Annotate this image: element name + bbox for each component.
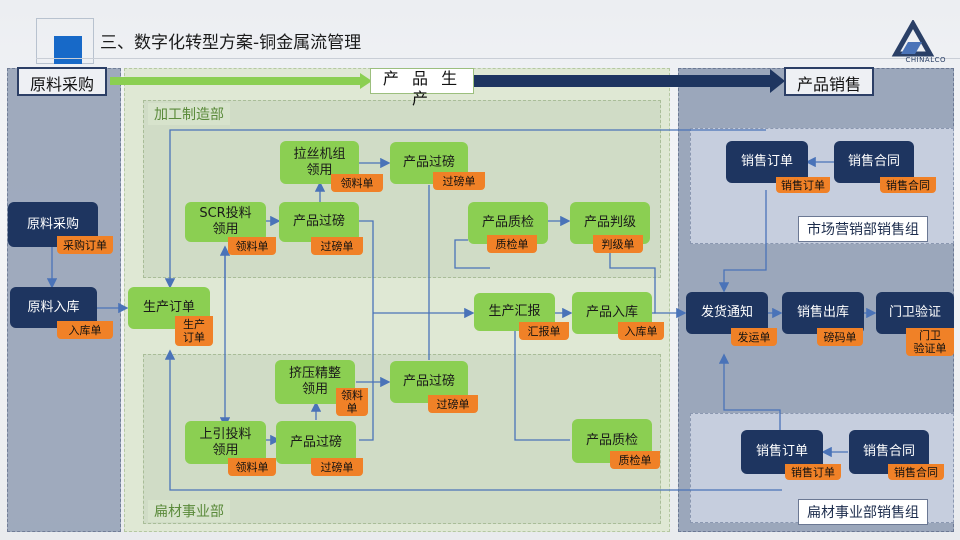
node-extrude[interactable]: 挤压精整 领用: [275, 360, 355, 404]
node-gate[interactable]: 门卫验证: [876, 292, 954, 334]
tag-purchase-order: 采购订单: [57, 236, 113, 254]
tag-qc-2: 质检单: [610, 451, 660, 469]
tag-qc-1: 质检单: [487, 235, 537, 253]
node-sale-contract-1[interactable]: 销售合同: [834, 141, 914, 183]
node-prod-order[interactable]: 生产订单: [128, 287, 210, 329]
flat-sales-label: 扁材事业部销售组: [798, 499, 928, 525]
phase-production: 产 品 生 产: [370, 68, 474, 108]
tag-in-receipt: 入库单: [57, 321, 113, 339]
node-stock-in[interactable]: 产品入库: [572, 292, 652, 334]
tag-sale-contract-2: 销售合同: [888, 464, 944, 480]
brand-name: CHINALCO: [905, 56, 946, 64]
node-weigh-4[interactable]: 产品过磅: [276, 421, 356, 464]
phase-sales: 产品销售: [784, 67, 874, 96]
node-scr[interactable]: SCR投料 领用: [185, 202, 266, 242]
node-up[interactable]: 上引投料 领用: [185, 421, 266, 464]
tag-scr: 领料单: [228, 237, 276, 255]
tag-weigh-1: 过磅单: [311, 237, 363, 255]
tag-grade: 判级单: [593, 235, 643, 253]
processing-label: 加工制造部: [148, 103, 230, 125]
node-draw[interactable]: 拉丝机组 领用: [280, 141, 359, 184]
node-raw-purchase[interactable]: 原料采购: [8, 202, 98, 247]
logo-square: [54, 36, 82, 64]
tag-ship: 发运单: [731, 328, 777, 346]
page-title: 三、数字化转型方案-铜金属流管理: [100, 33, 362, 53]
tag-weigh-4: 过磅单: [311, 458, 363, 476]
tag-draw: 领料单: [331, 174, 383, 192]
tag-prod-order: 生产 订单: [175, 316, 213, 346]
tag-sale-out: 磅码单: [817, 328, 863, 346]
tag-report: 汇报单: [519, 322, 569, 340]
node-qc-2[interactable]: 产品质检: [572, 419, 652, 463]
node-sale-out[interactable]: 销售出库: [782, 292, 864, 334]
tag-sale-contract-1: 销售合同: [880, 177, 936, 193]
tag-weigh-3: 过磅单: [428, 395, 478, 413]
tag-extrude: 领料 单: [336, 388, 368, 416]
node-sale-order-1[interactable]: 销售订单: [726, 141, 808, 183]
tag-weigh-2: 过磅单: [433, 172, 485, 190]
phase-raw: 原料采购: [17, 67, 107, 96]
chinalco-logo-icon: [878, 18, 948, 70]
tag-stock-in: 入库单: [618, 322, 664, 340]
header-divider: [36, 58, 960, 59]
node-report[interactable]: 生产汇报: [474, 293, 555, 331]
node-ship-notice[interactable]: 发货通知: [686, 292, 768, 334]
node-weigh-1[interactable]: 产品过磅: [279, 202, 359, 242]
tag-up: 领料单: [228, 458, 276, 476]
tag-sale-order-1: 销售订单: [776, 177, 830, 193]
tag-gate: 门卫 验证单: [906, 328, 954, 356]
market-label: 市场营销部销售组: [798, 216, 928, 242]
tag-sale-order-2: 销售订单: [785, 464, 841, 480]
flat-label: 扁材事业部: [148, 500, 230, 522]
